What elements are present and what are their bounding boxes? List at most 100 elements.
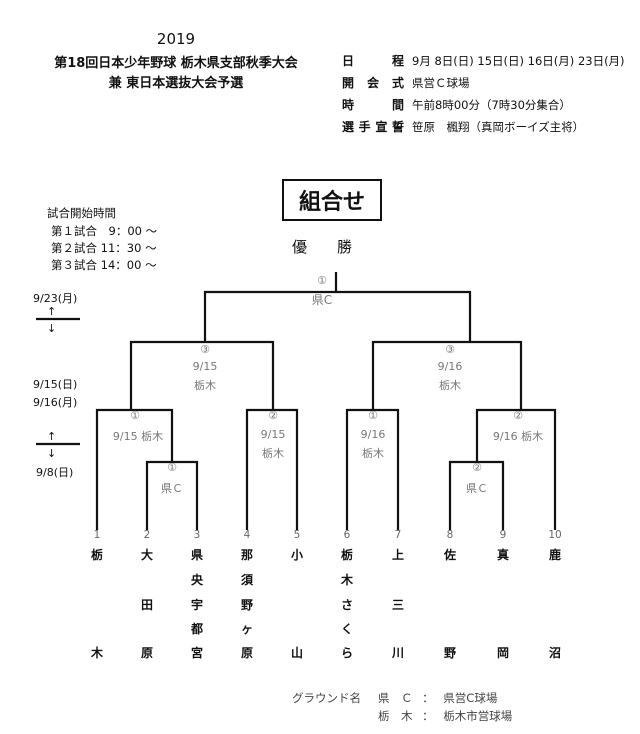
team-name-char: 三	[391, 598, 405, 612]
team-number: 1	[93, 529, 101, 541]
team-name-char: 佐	[443, 548, 457, 562]
r1b-line	[448, 460, 505, 530]
match-number: ③	[200, 343, 210, 356]
match-number: ①	[317, 274, 327, 287]
info-label: 日程	[342, 54, 404, 68]
team-name-char: 真	[496, 548, 510, 562]
match-date-venue: 9/16 栃木	[492, 430, 544, 443]
team-name-char: 栃	[90, 548, 104, 562]
ground-sep: ：	[422, 691, 434, 705]
tournament-title: 第18回日本少年野球 栃木県支部秋季大会	[54, 56, 298, 71]
match-date: 9/16	[437, 360, 463, 373]
team-number: 10	[548, 529, 562, 541]
team-name-char: 上	[391, 548, 405, 562]
ground-short: 県 Ｃ	[378, 691, 413, 705]
ground-short: 栃 木	[378, 709, 413, 723]
info-oath: 選手宣誓笹原 楓翔（真岡ボーイズ主将）	[342, 118, 584, 135]
r1a-line	[145, 460, 199, 530]
ground-name: 県営C球場	[443, 691, 498, 705]
match-date: 9/16	[360, 428, 386, 441]
match-venue: 栃木	[194, 379, 216, 392]
team-number: 4	[243, 529, 251, 541]
match-venue: 栃木	[439, 379, 461, 392]
grounds-heading: グラウンド名	[292, 691, 361, 705]
match-venue: 県Ｃ	[161, 482, 183, 495]
match-date: 9/15	[192, 360, 218, 373]
info-opening: 開会式県営Ｃ球場	[342, 74, 470, 91]
team-name-char: 都	[190, 622, 204, 636]
match-venue: 栃木	[262, 447, 284, 460]
semi-right-line	[371, 340, 523, 410]
team-number: 2	[143, 529, 151, 541]
team-name-char: 木	[340, 573, 354, 587]
ground-sep: ：	[422, 709, 434, 723]
match-number: ③	[445, 343, 455, 356]
team-name-char: ヶ	[240, 622, 254, 636]
match-venue: 県C	[311, 293, 333, 307]
team-name-char: 宇	[190, 598, 204, 612]
team-name-char: 山	[290, 646, 304, 660]
round-date-final: 9/23(月)	[33, 292, 78, 305]
year: 2019	[156, 30, 196, 48]
team-name-char: 鹿	[548, 548, 562, 562]
team-number: 9	[499, 529, 507, 541]
team-number: 5	[293, 529, 301, 541]
team-number: 6	[343, 529, 351, 541]
arrow-down-icon: ↓	[47, 322, 57, 335]
team-name-char: 野	[443, 646, 457, 660]
info-time: 時間午前8時00分（7時30分集合）	[342, 96, 571, 113]
semi-left-line	[129, 340, 275, 410]
team-name-char: 宮	[190, 646, 204, 660]
arrow-down-icon: ↓	[47, 447, 57, 460]
info-value: 県営Ｃ球場	[412, 76, 470, 90]
team-name-char: 須	[240, 573, 254, 587]
start-time-3: 第３試合 14：00 ～	[51, 258, 157, 272]
round-date-semi-b: 9/16(月)	[33, 396, 78, 409]
arrow-up-icon: ↑	[47, 430, 57, 443]
start-time-1: 第１試合 9：00 ～	[51, 224, 158, 238]
ground-item: 県 Ｃ ： 県営C球場	[378, 690, 497, 706]
match-venue: 県Ｃ	[466, 482, 488, 495]
tournament-subtitle: 兼 東日本選抜大会予選	[108, 76, 244, 91]
team-name-char: 小	[290, 548, 304, 562]
round-date-semi-a: 9/15(日)	[33, 378, 78, 391]
match-number: ②	[513, 409, 523, 422]
team-name-char: 央	[190, 573, 204, 587]
round-date-first: 9/8(日)	[36, 466, 74, 479]
match-number: ①	[368, 409, 378, 422]
qf4-line	[475, 408, 557, 530]
match-number: ②	[268, 409, 278, 422]
qf2-line	[245, 408, 299, 530]
team-name-char: さ	[340, 598, 354, 612]
team-number: 3	[193, 529, 201, 541]
team-name-char: 栃	[340, 548, 354, 562]
qf1-line	[95, 408, 174, 530]
info-label: 開会式	[342, 76, 404, 90]
team-name-char: く	[340, 622, 354, 636]
team-name-char: 沼	[548, 646, 562, 660]
info-label: 時間	[342, 98, 404, 112]
info-label: 選手宣誓	[342, 120, 404, 134]
ground-item: 栃 木 ： 栃木市営球場	[378, 708, 512, 724]
team-number: 7	[394, 529, 402, 541]
match-number: ②	[472, 461, 482, 474]
team-name-char: 県	[190, 548, 204, 562]
team-name-char: ら	[340, 646, 354, 660]
info-value: 笹原 楓翔（真岡ボーイズ主将）	[412, 120, 585, 134]
final-line	[203, 290, 472, 342]
team-name-char: 那	[240, 548, 254, 562]
team-name-char: 大	[140, 548, 154, 562]
team-name-char: 木	[90, 646, 104, 660]
team-name-char: 野	[240, 598, 254, 612]
match-number: ①	[130, 409, 140, 422]
arrow-up-icon: ↑	[47, 305, 57, 318]
team-name-char: 原	[140, 646, 154, 660]
match-venue: 栃木	[362, 447, 384, 460]
match-date: 9/15	[260, 428, 286, 441]
ground-name: 栃木市営球場	[443, 709, 513, 723]
team-number: 8	[446, 529, 454, 541]
team-name-char: 田	[140, 598, 154, 612]
start-times-heading: 試合開始時間	[47, 206, 116, 220]
